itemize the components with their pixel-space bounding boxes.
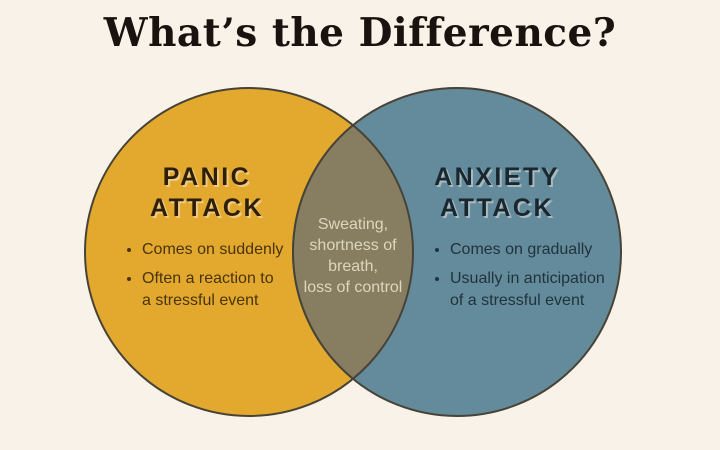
anxiety-heading-line-2: ATTACK xyxy=(439,194,555,222)
overlap-line-4: loss of control xyxy=(303,279,403,296)
panic-attack-heading: PANIC ATTACK xyxy=(97,162,317,224)
panic-heading-line-1: PANIC xyxy=(162,163,252,191)
page-title: What’s the Difference? xyxy=(103,10,617,56)
overlap-line-2: shortness of xyxy=(309,237,397,254)
anxiety-attack-heading: ANXIETY ATTACK xyxy=(387,162,607,224)
anxiety-bullet-2: Usually in anticipation of a stressful e… xyxy=(450,267,628,313)
panic-bullet-2: Often a reaction to a stressful event xyxy=(142,267,302,313)
anxiety-bullet-list: Comes on gradually Usually in anticipati… xyxy=(430,238,628,318)
shared-symptoms-text: Sweating, shortness of breath, loss of c… xyxy=(283,214,423,298)
panic-bullet-list: Comes on suddenly Often a reaction to a … xyxy=(122,238,302,318)
panic-heading-line-2: ATTACK xyxy=(149,194,265,222)
anxiety-heading-line-1: ANXIETY xyxy=(434,163,560,191)
panic-bullet-1: Comes on suddenly xyxy=(142,238,302,262)
anxiety-bullet-1: Comes on gradually xyxy=(450,238,628,262)
overlap-line-1: Sweating, xyxy=(317,216,389,233)
overlap-line-3: breath, xyxy=(328,258,378,275)
overlap-lens xyxy=(292,123,414,381)
